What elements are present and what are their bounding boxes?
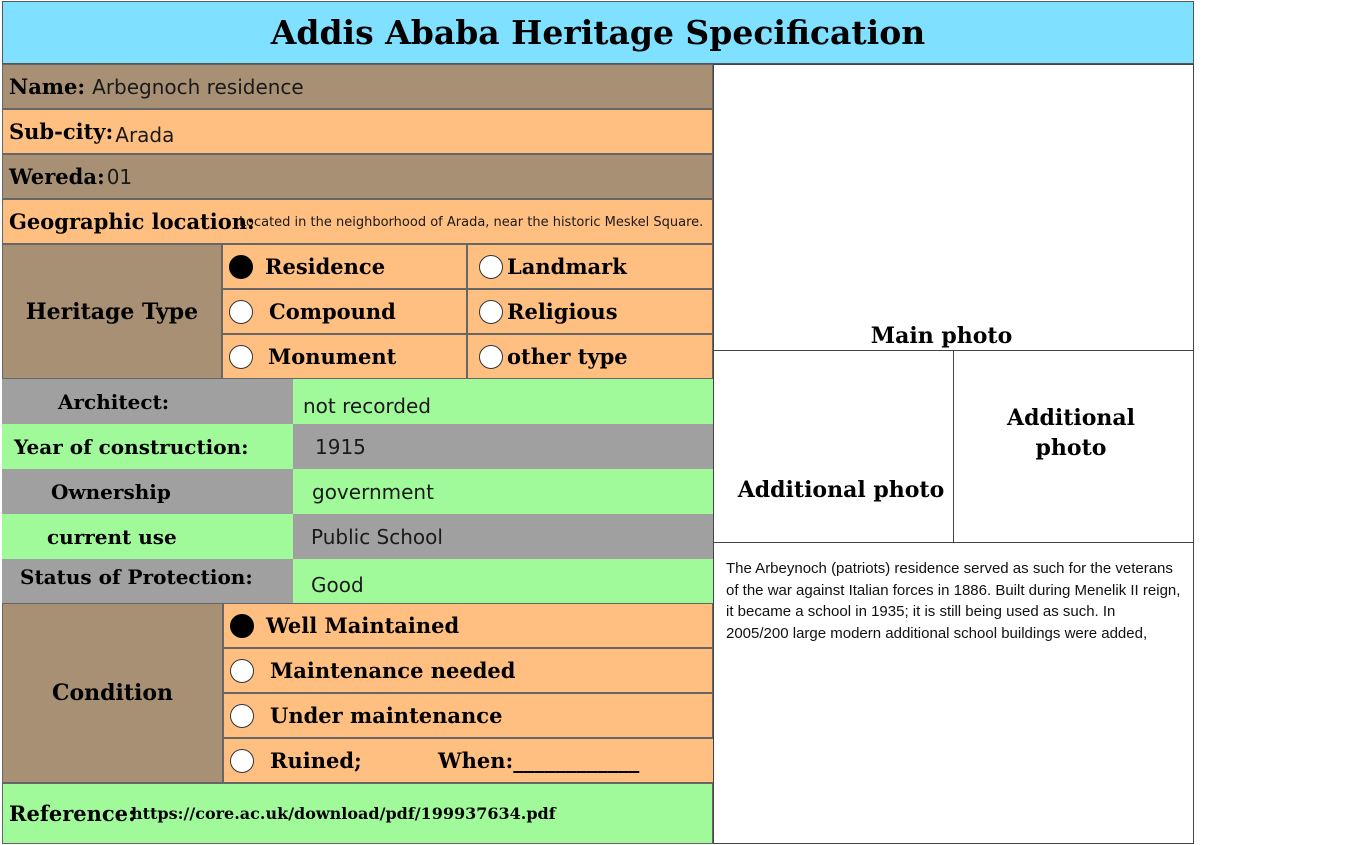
page-title: Addis Ababa Heritage Specification — [2, 1, 1194, 64]
additional-photo-left-label: Additional photo — [737, 477, 945, 503]
additional-photo-right-frame[interactable]: Additional photo — [953, 350, 1194, 543]
ownership-value-cell: government — [293, 469, 713, 514]
option-label: other type — [507, 344, 628, 369]
radio-empty-icon — [229, 344, 253, 369]
heritage-option-residence[interactable]: Residence — [222, 244, 467, 289]
radio-empty-icon — [230, 748, 254, 773]
option-label: Religious — [507, 299, 618, 324]
name-value: Arbegnoch residence — [92, 74, 304, 99]
ownership-label-cell: Ownership — [2, 469, 293, 514]
current-use-label-cell: current use — [2, 514, 293, 559]
option-label: Well Maintained — [266, 613, 460, 638]
reference-row: Reference: https://core.ac.uk/download/p… — [2, 783, 713, 844]
wereda-value: 01 — [106, 164, 133, 189]
heritage-option-other[interactable]: other type — [467, 334, 713, 379]
subcity-row: Sub-city: Arada — [2, 109, 713, 154]
year-value: 1915 — [315, 434, 366, 459]
ownership-value: government — [312, 479, 434, 504]
wereda-row: Wereda: 01 — [2, 154, 713, 199]
description-box: The Arbeynoch (patriots) residence serve… — [713, 542, 1194, 844]
radio-empty-icon — [479, 254, 503, 279]
heritage-option-landmark[interactable]: Landmark — [467, 244, 713, 289]
geo-label: Geographic location: — [9, 209, 255, 234]
architect-label: Architect: — [58, 389, 170, 414]
condition-label: Condition — [51, 680, 174, 706]
name-label: Name: — [9, 74, 86, 99]
heritage-type-label: Heritage Type — [25, 298, 199, 325]
radio-empty-icon — [479, 344, 503, 369]
condition-option-maintenance-needed[interactable]: Maintenance needed — [223, 648, 713, 693]
additional-photo-left-frame[interactable]: Additional photo — [713, 350, 954, 543]
condition-option-ruined[interactable]: Ruined; When:____________ — [223, 738, 714, 783]
protection-label: Status of Protection: — [20, 565, 253, 589]
option-label: Residence — [265, 254, 386, 279]
heritage-type-label-cell: Heritage Type — [2, 244, 222, 379]
radio-selected-icon — [229, 254, 253, 279]
year-label-cell: Year of construction: — [2, 424, 293, 469]
current-use-value-cell: Public School — [293, 514, 713, 559]
architect-label-cell: Architect: — [2, 379, 293, 424]
heritage-option-monument[interactable]: Monument — [222, 334, 467, 379]
condition-label-cell: Condition — [2, 603, 223, 783]
option-label: Compound — [269, 299, 396, 324]
architect-value: not recorded — [303, 393, 431, 418]
geo-value: Located in the neighborhood of Arada, ne… — [239, 215, 704, 230]
option-label: Monument — [268, 344, 397, 369]
reference-label: Reference: — [9, 801, 136, 826]
ownership-label: Ownership — [51, 479, 171, 504]
condition-option-under-maintenance[interactable]: Under maintenance — [223, 693, 713, 738]
heritage-option-religious[interactable]: Religious — [467, 289, 713, 334]
main-photo-label: Main photo — [870, 323, 1013, 349]
condition-option-well-maintained[interactable]: Well Maintained — [223, 603, 713, 648]
current-use-value: Public School — [311, 524, 443, 549]
geo-row: Geographic location: Located in the neig… — [2, 199, 713, 244]
heritage-option-compound[interactable]: Compound — [222, 289, 467, 334]
option-label: Landmark — [507, 254, 627, 279]
option-label: Maintenance needed — [270, 658, 516, 683]
reference-link[interactable]: https://core.ac.uk/download/pdf/19993763… — [131, 804, 556, 823]
option-label: Under maintenance — [270, 703, 503, 728]
name-row: Name: Arbegnoch residence — [2, 64, 713, 109]
radio-empty-icon — [230, 703, 254, 728]
description-text: The Arbeynoch (patriots) residence serve… — [726, 560, 1181, 642]
subcity-value: Arada — [115, 122, 175, 147]
protection-value-cell: Good — [293, 559, 713, 603]
radio-empty-icon — [479, 299, 503, 324]
protection-value: Good — [311, 573, 364, 597]
protection-label-cell: Status of Protection: — [2, 559, 293, 603]
ruined-when-field[interactable]: When:____________ — [438, 748, 640, 773]
current-use-label: current use — [47, 524, 177, 549]
radio-selected-icon — [230, 613, 254, 638]
additional-photo-right-label: Additional photo — [1007, 405, 1135, 461]
subcity-label: Sub-city: — [9, 119, 114, 144]
option-label: Ruined; — [270, 748, 362, 773]
year-label: Year of construction: — [14, 434, 249, 459]
radio-empty-icon — [229, 299, 253, 324]
year-value-cell: 1915 — [293, 424, 713, 469]
architect-value-cell: not recorded — [293, 379, 713, 424]
radio-empty-icon — [230, 658, 254, 683]
wereda-label: Wereda: — [9, 164, 105, 189]
main-photo-frame[interactable]: Main photo — [713, 64, 1194, 351]
